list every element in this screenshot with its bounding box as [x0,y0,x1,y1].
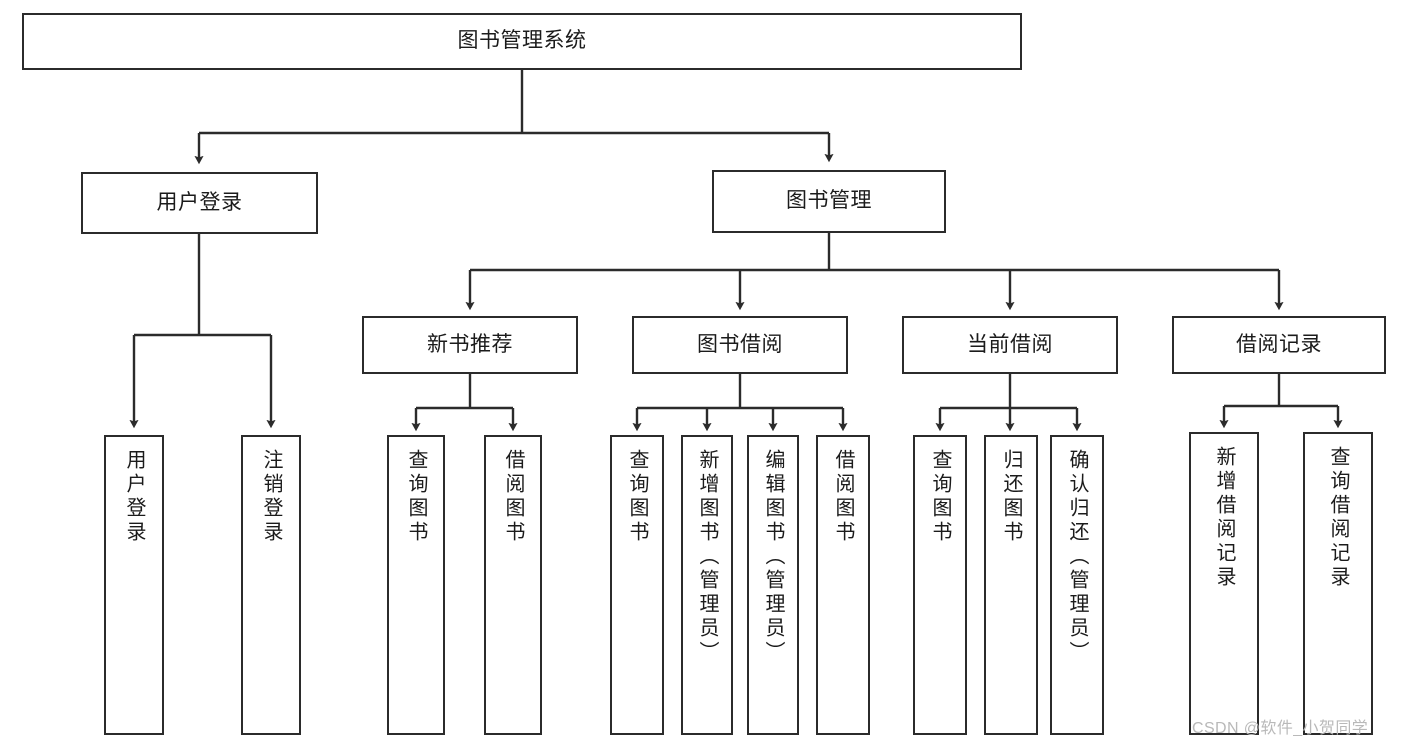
leaf-user-login[interactable]: 用户登录 [104,435,164,735]
node-root-system[interactable]: 图书管理系统 [22,13,1022,70]
leaf-logout[interactable]: 注销登录 [241,435,301,735]
node-book-borrow[interactable]: 图书借阅 [632,316,848,374]
node-label: 归还图书 [1000,449,1022,545]
node-label: 注销登录 [260,449,282,545]
node-label: 编辑图书（管理员） [762,449,784,665]
node-new-book-recommendation[interactable]: 新书推荐 [362,316,578,374]
node-label: 用户登录 [123,449,145,545]
node-user-login[interactable]: 用户登录 [81,172,318,234]
leaf-query-book-borrow[interactable]: 查询图书 [610,435,664,735]
node-label: 图书管理 [786,189,872,213]
leaf-borrow-book-recommend[interactable]: 借阅图书 [484,435,542,735]
leaf-edit-book-admin[interactable]: 编辑图书（管理员） [747,435,799,735]
leaf-add-borrow-record[interactable]: 新增借阅记录 [1189,432,1259,735]
node-label: 查询图书 [405,449,427,545]
node-label: 借阅图书 [832,449,854,545]
node-label: 借阅记录 [1236,332,1322,356]
node-label: 新增图书（管理员） [696,449,718,665]
leaf-query-book-current[interactable]: 查询图书 [913,435,967,735]
leaf-query-borrow-record[interactable]: 查询借阅记录 [1303,432,1373,735]
node-label: 确认归还（管理员） [1066,449,1088,665]
node-label: 查询图书 [929,449,951,545]
node-label: 用户登录 [156,190,243,214]
node-current-borrow[interactable]: 当前借阅 [902,316,1118,374]
node-label: 图书借阅 [697,332,783,356]
leaf-return-book[interactable]: 归还图书 [984,435,1038,735]
node-book-management[interactable]: 图书管理 [712,170,946,233]
node-label: 新增借阅记录 [1213,446,1235,590]
node-label: 查询借阅记录 [1327,446,1349,590]
node-label: 图书管理系统 [457,29,587,53]
node-label: 当前借阅 [967,332,1053,356]
csdn-watermark: CSDN @软件_小贺同学 [1192,720,1369,737]
leaf-query-book-recommend[interactable]: 查询图书 [387,435,445,735]
node-borrow-record[interactable]: 借阅记录 [1172,316,1386,374]
leaf-add-book-admin[interactable]: 新增图书（管理员） [681,435,733,735]
node-label: 新书推荐 [427,332,513,356]
leaf-confirm-return-admin[interactable]: 确认归还（管理员） [1050,435,1104,735]
node-label: 借阅图书 [502,449,524,545]
node-label: 查询图书 [626,449,648,545]
leaf-borrow-book[interactable]: 借阅图书 [816,435,870,735]
